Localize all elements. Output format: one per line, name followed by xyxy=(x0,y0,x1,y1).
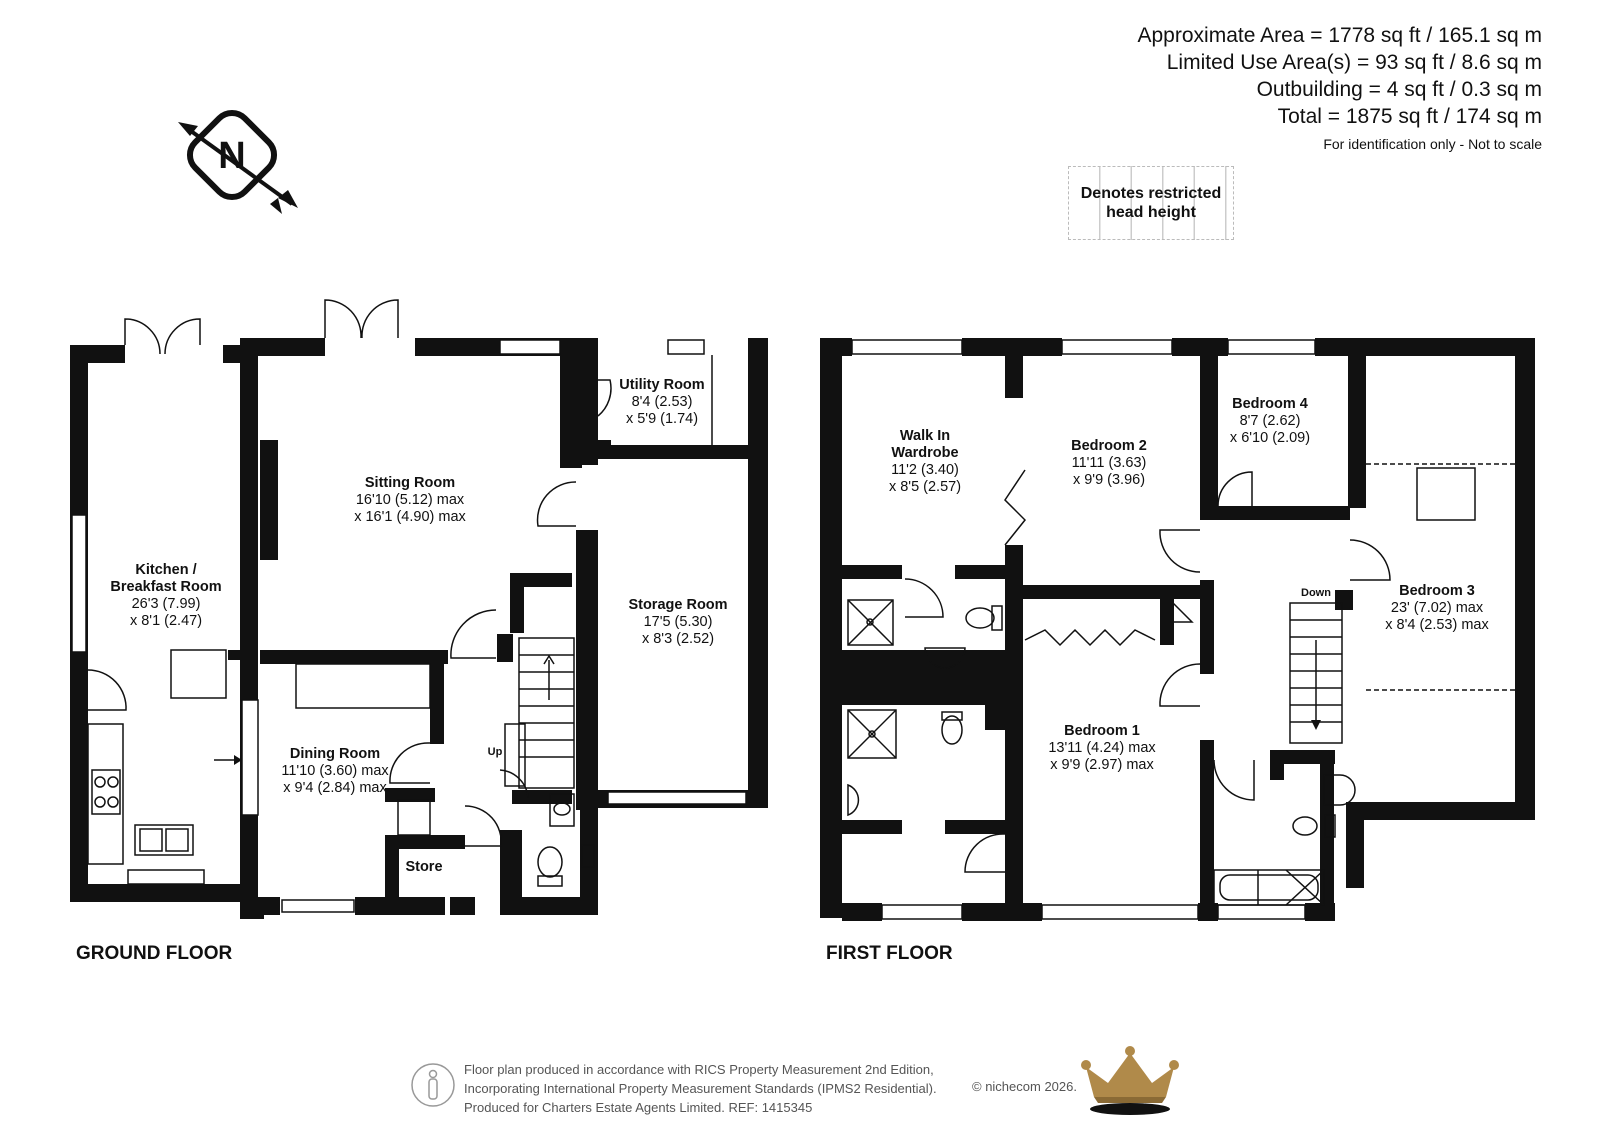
bedroom1-dim-1: 13'11 (4.24) max xyxy=(1048,740,1156,756)
footer-line-2: Incorporating International Property Mea… xyxy=(464,1081,937,1096)
storage-room-dim-2: x 8'3 (2.52) xyxy=(642,631,714,647)
sitting-room-dim-2: x 16'1 (4.90) max xyxy=(354,509,466,525)
first-floor-label: FIRST FLOOR xyxy=(826,943,953,964)
utility-room-label: Utility Room xyxy=(619,377,704,393)
bedroom4-dim-2: x 6'10 (2.09) xyxy=(1230,430,1310,446)
kitchen-label-2: Breakfast Room xyxy=(110,579,221,595)
sitting-room-dim-1: 16'10 (5.12) max xyxy=(356,492,465,508)
walkin-label-2: Wardrobe xyxy=(891,445,958,461)
bedroom2-label: Bedroom 2 xyxy=(1071,438,1147,454)
stairs-up-label: Up xyxy=(488,746,503,758)
utility-room-dim-1: 8'4 (2.53) xyxy=(632,394,693,410)
crown-logo-icon xyxy=(1081,1046,1179,1115)
utility-room-dim-2: x 5'9 (1.74) xyxy=(626,411,698,427)
approximate-area: Approximate Area = 1778 sq ft / 165.1 sq… xyxy=(1137,24,1543,47)
stairs-down-label: Down xyxy=(1301,587,1331,599)
compass-icon: N xyxy=(178,109,298,214)
footer-text: Floor plan produced in accordance with R… xyxy=(464,1060,937,1117)
footer-line-3: Produced for Charters Estate Agents Limi… xyxy=(464,1100,813,1115)
ground-floor-label: GROUND FLOOR xyxy=(76,943,233,964)
walkin-dim-1: 11'2 (3.40) xyxy=(891,462,959,478)
bedroom4-dim-1: 8'7 (2.62) xyxy=(1240,413,1301,429)
first-floor-plan: Walk In Wardrobe 11'2 (3.40) x 8'5 (2.57… xyxy=(820,338,1535,921)
bedroom3-dim-2: x 8'4 (2.53) max xyxy=(1385,617,1489,633)
scale-note: For identification only - Not to scale xyxy=(1323,136,1542,152)
dining-room-dim-2: x 9'4 (2.84) max xyxy=(283,780,387,796)
ground-floor-plan: Kitchen / Breakfast Room 26'3 (7.99) x 8… xyxy=(70,299,768,919)
storage-room-dim-1: 17'5 (5.30) xyxy=(644,614,713,630)
kitchen-dim-1: 26'3 (7.99) xyxy=(132,596,201,612)
bedroom3-label: Bedroom 3 xyxy=(1399,583,1475,599)
walkin-label: Walk In xyxy=(900,428,950,444)
bedroom1-dim-2: x 9'9 (2.97) max xyxy=(1050,757,1154,773)
bedroom2-dim-2: x 9'9 (3.96) xyxy=(1073,472,1145,488)
kitchen-dim-2: x 8'1 (2.47) xyxy=(130,613,202,629)
copyright: © nichecom 2026. xyxy=(972,1079,1077,1094)
sitting-room-label: Sitting Room xyxy=(365,475,455,491)
kitchen-label: Kitchen / xyxy=(135,562,196,578)
dining-room-label: Dining Room xyxy=(290,746,380,762)
dining-room-dim-1: 11'10 (3.60) max xyxy=(281,763,389,779)
restricted-height-legend: Denotes restricted head height xyxy=(1068,166,1234,240)
bedroom4-label: Bedroom 4 xyxy=(1232,396,1308,412)
area-summary: Approximate Area = 1778 sq ft / 165.1 sq… xyxy=(1138,22,1543,152)
limited-use-area: Limited Use Area(s) = 93 sq ft / 8.6 sq … xyxy=(1166,51,1542,74)
legend-line-2: head height xyxy=(1106,204,1196,221)
outbuilding-area: Outbuilding = 4 sq ft / 0.3 sq m xyxy=(1256,78,1542,101)
person-scale-icon xyxy=(411,1063,455,1107)
storage-room-label: Storage Room xyxy=(628,597,727,613)
total-area: Total = 1875 sq ft / 174 sq m xyxy=(1277,105,1542,128)
store-label: Store xyxy=(405,859,442,875)
bedroom3-dim-1: 23' (7.02) max xyxy=(1391,600,1484,616)
walkin-dim-2: x 8'5 (2.57) xyxy=(889,479,961,495)
footer-line-1: Floor plan produced in accordance with R… xyxy=(464,1062,934,1077)
bedroom2-dim-1: 11'11 (3.63) xyxy=(1072,455,1147,471)
legend-line-1: Denotes restricted xyxy=(1080,185,1222,202)
compass-letter: N xyxy=(218,135,245,177)
bedroom1-label: Bedroom 1 xyxy=(1064,723,1140,739)
